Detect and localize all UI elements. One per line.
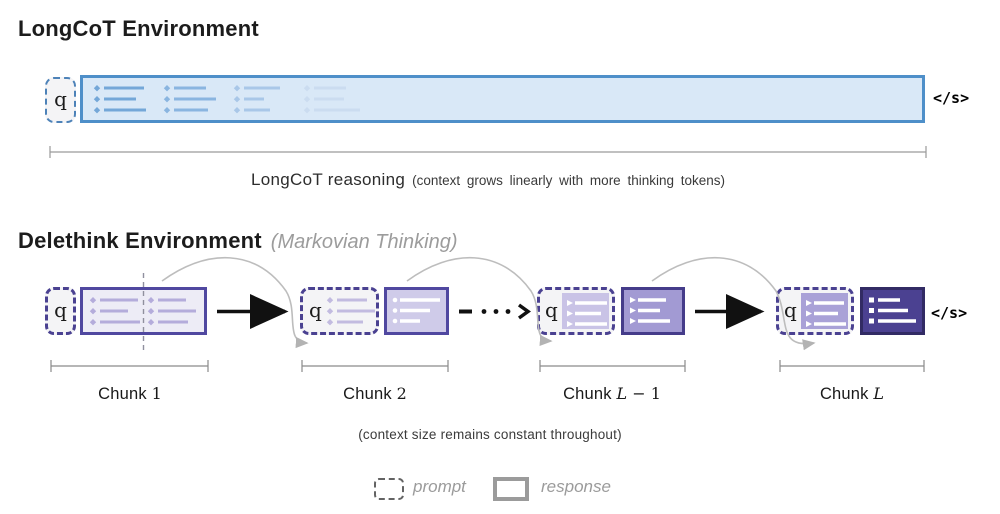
chunk2-prompt-box: q [300,287,379,335]
longcot-caption: LongCoT reasoning (context grows linearly… [0,170,976,190]
carryover-lines-icon [806,300,846,327]
longcot-response-bar [80,75,925,123]
prompt-token-label: q [784,298,797,322]
chunk2-response-box [384,287,449,335]
chunkL1-label: Chunk L − 1 [563,384,661,403]
legend-response-icon [493,477,529,501]
carryover-arcs [161,256,816,351]
longcot-span-bracket [49,146,927,158]
longcot-caption-main: LongCoT reasoning [251,170,406,189]
longcot-eos-token: </s> [933,89,970,107]
chunk1-prompt-box: q [45,287,76,335]
thinking-lines-icon [93,85,360,114]
chunk-span-brackets [50,360,925,372]
chunkL-response-box [860,287,925,335]
chunk1-response-box [80,287,207,335]
delethink-subtitle: (Markovian Thinking) [270,231,458,253]
legend-prompt-label: prompt [413,477,466,496]
chunk1-label: Chunk 1 [98,384,162,403]
legend-prompt-icon [374,478,404,500]
prompt-token-label: q [545,298,558,322]
delethink-title: Delethink Environment [18,228,262,253]
thinking-lines-icon [89,297,196,326]
thinking-lines-icon [630,297,670,324]
prompt-token-label: q [54,298,67,322]
chunkL-label: Chunk L [819,384,885,403]
longcot-title: LongCoT Environment [18,16,259,41]
chunkL-prompt-box: q [776,287,854,335]
thinking-lines-icon [392,297,440,324]
ellipsis [459,303,531,320]
delethink-eos-token: </s> [931,304,968,322]
prompt-token-label: q [309,298,322,322]
prompt-token-label: q [54,87,67,111]
chunkL1-response-box [621,287,685,335]
longcot-caption-note: (context grows linearly with more thinki… [412,173,725,188]
carryover-lines-icon [326,297,375,326]
longcot-prompt-box: q [45,77,76,123]
delethink-title-row: Delethink Environment (Markovian Thinking… [18,228,458,254]
carryover-lines-icon [567,300,607,327]
chunkL1-prompt-box: q [537,287,615,335]
delethink-caption: (context size remains constant throughou… [358,427,622,442]
legend-response-label: response [541,477,611,496]
chunk2-label: Chunk 2 [343,384,407,403]
carryover-patch [562,293,609,329]
carryover-patch [801,293,848,329]
thinking-lines-icon [869,297,916,324]
